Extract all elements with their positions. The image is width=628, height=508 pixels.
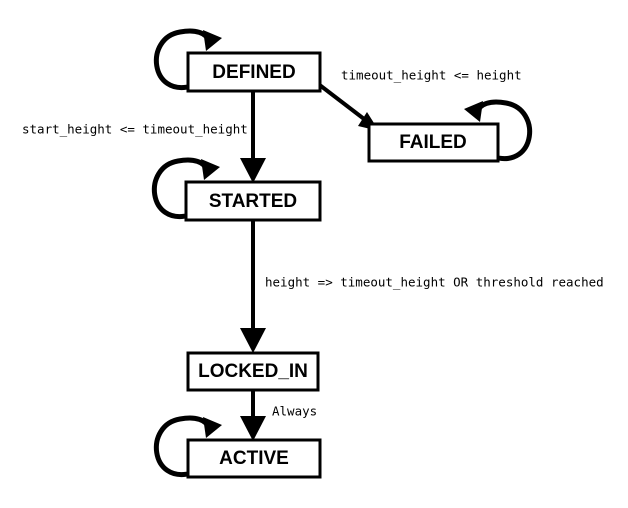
transition-started-to-locked-in[interactable] xyxy=(240,219,266,353)
state-box-locked-in xyxy=(186,351,320,392)
state-label-started: STARTED xyxy=(209,191,297,212)
state-label-active: ACTIVE xyxy=(219,448,289,469)
state-box-started xyxy=(184,180,322,222)
transition-started-self-loop[interactable] xyxy=(151,157,220,220)
transition-failed-self-loop[interactable] xyxy=(464,99,533,162)
state-box-failed xyxy=(367,122,500,163)
state-box-active xyxy=(186,438,322,479)
transition-defined-self-loop[interactable] xyxy=(153,28,222,91)
started-self-loop-path xyxy=(151,157,210,220)
transition-label-locked-in-to-active: Always xyxy=(272,404,317,419)
locked-in-to-active-arrowhead xyxy=(240,416,266,441)
state-node-active[interactable]: ACTIVE xyxy=(186,438,322,479)
transition-defined-to-started[interactable] xyxy=(240,91,266,183)
state-node-locked-in[interactable]: LOCKED_IN xyxy=(186,351,320,392)
state-label-locked-in: LOCKED_IN xyxy=(198,361,308,382)
started-self-loop-arrowhead xyxy=(201,159,220,180)
active-self-loop-path xyxy=(153,415,212,478)
transition-label-defined-to-failed: timeout_height <= height xyxy=(341,68,522,83)
defined-to-failed-line xyxy=(315,81,370,124)
transition-locked-in-to-active[interactable] xyxy=(240,389,266,441)
failed-self-loop-path xyxy=(474,99,533,162)
state-node-failed[interactable]: FAILED xyxy=(367,122,500,163)
defined-self-loop-arrowhead xyxy=(203,30,222,51)
started-to-locked-in-arrowhead xyxy=(240,328,266,353)
state-label-failed: FAILED xyxy=(399,132,467,153)
state-label-defined: DEFINED xyxy=(212,62,295,83)
transition-label-defined-to-started: start_height <= timeout_height xyxy=(22,122,248,137)
state-node-defined[interactable]: DEFINED xyxy=(186,51,322,93)
failed-self-loop-arrowhead xyxy=(464,101,483,122)
defined-to-started-arrowhead xyxy=(240,158,266,183)
transition-active-self-loop[interactable] xyxy=(153,415,222,478)
transition-label-started-to-locked-in: height => timeout_height OR threshold re… xyxy=(265,275,604,290)
defined-self-loop-path xyxy=(153,28,212,91)
state-box-defined xyxy=(186,51,322,93)
state-node-started[interactable]: STARTED xyxy=(184,180,322,222)
active-self-loop-arrowhead xyxy=(203,417,222,438)
